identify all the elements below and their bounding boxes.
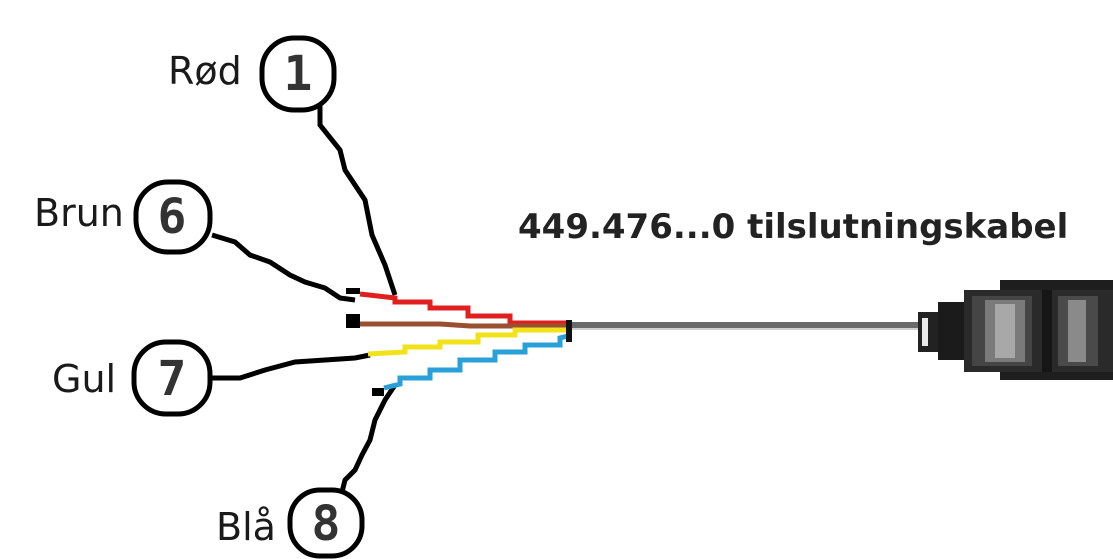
leader-line-7	[212, 352, 371, 381]
wire-label-rod: Rød	[168, 49, 242, 93]
callout-rod: Rød 1	[168, 35, 337, 113]
callout-gul: Gul 7	[52, 339, 213, 417]
wire-label-bla: Blå	[216, 505, 276, 549]
wire-blue	[383, 333, 569, 391]
leader-lines	[211, 100, 398, 493]
terminal-6	[346, 314, 360, 328]
terminal-8	[372, 388, 384, 396]
callout-brun: Brun 6	[34, 179, 213, 255]
callout-circle-6	[133, 179, 213, 255]
wire-label-brun: Brun	[34, 191, 124, 235]
leader-line-6	[211, 232, 356, 303]
wire-number-7: 7	[158, 351, 187, 407]
wire-terminals	[346, 288, 384, 396]
cable-junction	[566, 320, 572, 342]
leader-line-1	[317, 100, 398, 296]
wire-number-6: 6	[158, 189, 187, 245]
wire-yellow	[367, 327, 568, 357]
connector-plug	[918, 280, 1113, 380]
callout-circle-7	[131, 339, 213, 417]
wire-red	[359, 291, 568, 326]
terminal-1	[346, 288, 360, 294]
callout-circle-1	[259, 35, 337, 113]
colored-wires	[359, 291, 569, 391]
leader-line-8	[339, 383, 398, 493]
wire-label-gul: Gul	[52, 357, 116, 401]
wire-number-1: 1	[284, 46, 313, 102]
diagram-title: 449.476...0 tilslutningskabel	[518, 207, 1068, 247]
wire-brown	[360, 321, 568, 329]
main-cable	[572, 322, 922, 330]
callout-bla: Blå 8	[216, 487, 365, 559]
callout-circle-8	[287, 487, 365, 559]
wire-number-8: 8	[312, 496, 341, 552]
